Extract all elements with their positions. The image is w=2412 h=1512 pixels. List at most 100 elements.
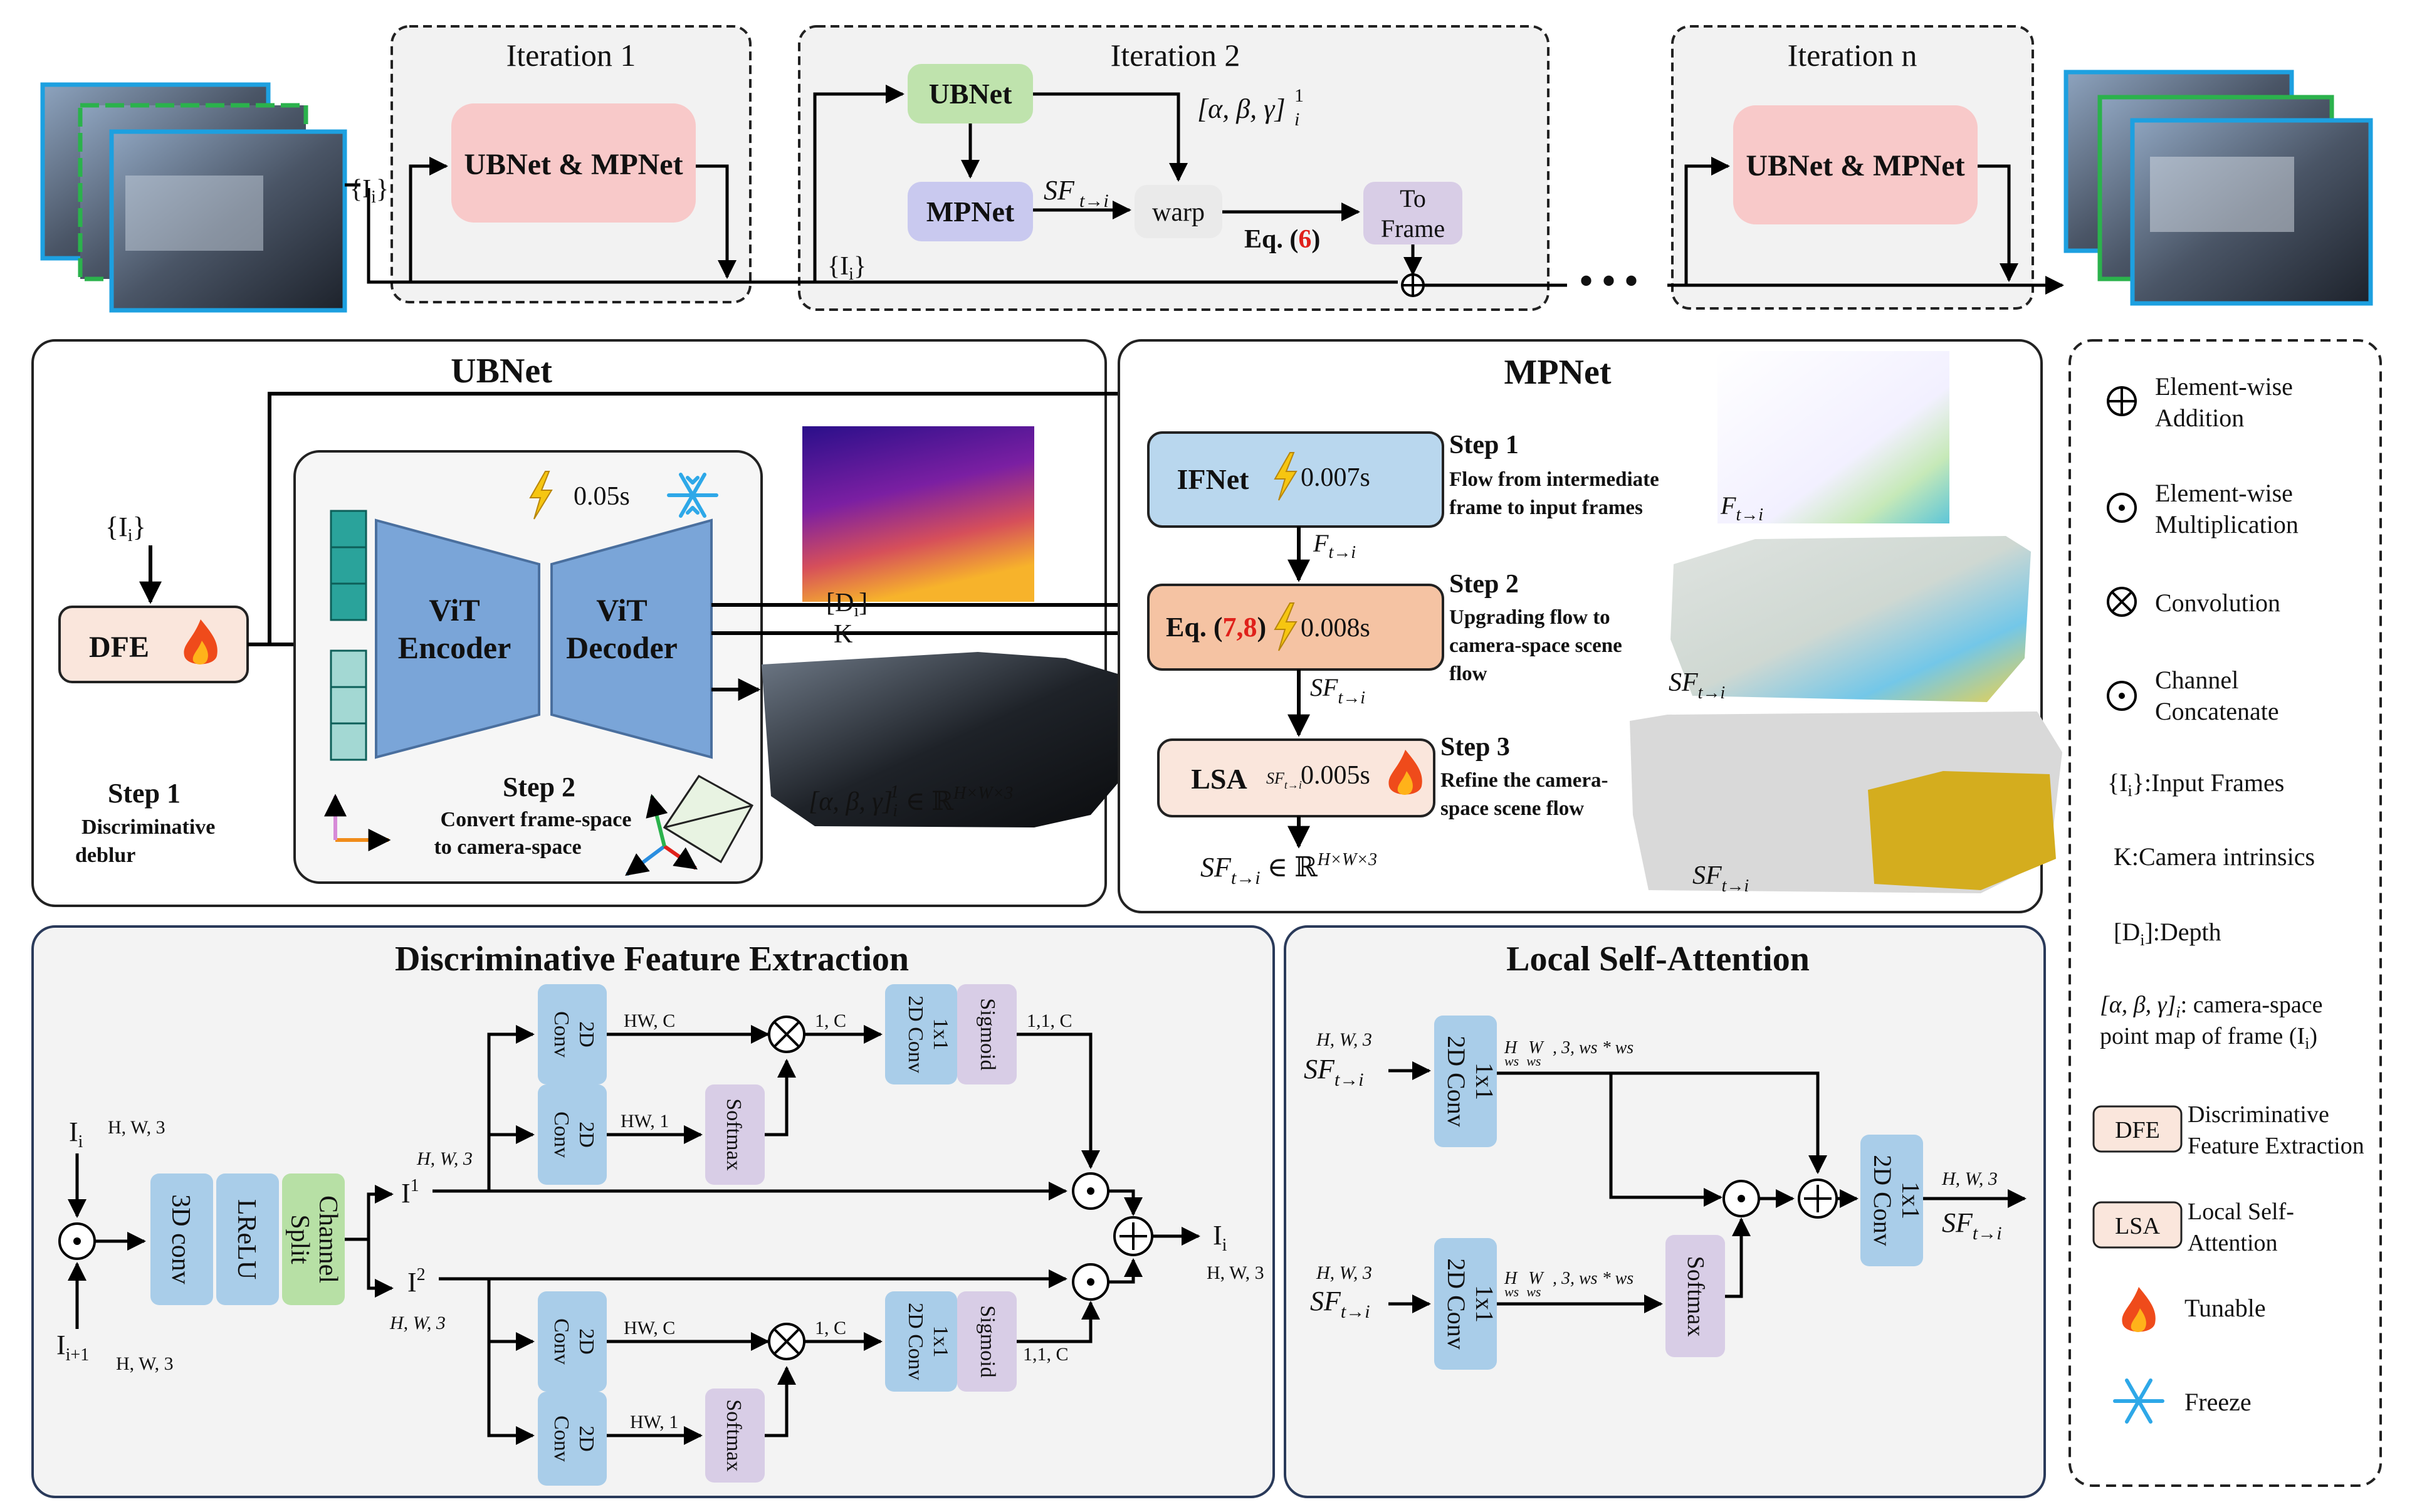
2d-axes-icon	[324, 794, 391, 851]
legend-lsa-box	[2092, 1201, 2183, 1249]
mpnet-output-label: SFt→i ∈ ℝH×W×3	[1200, 850, 1377, 888]
conv2d-lower-a	[538, 1291, 607, 1392]
svg-text:Concatenate: Concatenate	[2155, 697, 2279, 725]
add-circle-dfe	[1113, 1216, 1153, 1256]
lsa-add-circle	[1798, 1179, 1838, 1219]
lsa-title: Local Self-Attention	[1506, 940, 1810, 979]
warp-box	[1135, 185, 1222, 238]
dfe-box	[58, 606, 249, 683]
fire-icon	[2122, 1287, 2156, 1332]
vit-time: 0.05s	[574, 482, 630, 511]
svg-text:SFt→i: SFt→i	[1669, 668, 1725, 703]
svg-text:1x1: 1x1	[929, 1326, 952, 1358]
3d-frustum-icon	[625, 775, 754, 876]
ubnet-mpnet-box-n	[1733, 105, 1978, 224]
conv1x1-lower	[885, 1291, 957, 1392]
lsa-conv-upper	[1434, 1016, 1497, 1147]
svg-text:[α, β, γ]i1 ∈ ℝH×W×3: [α, β, γ]i1 ∈ ℝH×W×3	[809, 782, 1013, 821]
svg-text:1, C: 1, C	[815, 1011, 846, 1031]
softmax-lower	[705, 1389, 765, 1483]
svg-text:2D Conv: 2D Conv	[1442, 1258, 1471, 1350]
ubnet-title: UBNet	[451, 352, 552, 391]
svg-text:Softmax: Softmax	[722, 1399, 745, 1471]
alpha-label-iter2: [α, β, γ] i 1	[1197, 85, 1304, 130]
mpnet-step3: Step 3	[1440, 733, 1510, 762]
iteration-2-panel: Iteration 2 UBNet MPNet warp To Frame SF…	[798, 25, 1549, 311]
svg-text:HW, 3, ws * ws: HW, 3, ws * ws	[1504, 1038, 1633, 1058]
conv3d-box	[150, 1173, 213, 1305]
svg-text:2D: 2D	[575, 1328, 598, 1355]
svg-text:UBNet & MPNet: UBNet & MPNet	[1746, 149, 1964, 182]
svg-text:ViT: ViT	[596, 592, 648, 627]
svg-text:2D Conv: 2D Conv	[1442, 1036, 1471, 1127]
conv1x1-upper	[885, 984, 957, 1084]
vit-decoder	[550, 518, 713, 759]
svg-text:H, W, 3: H, W, 3	[1207, 1263, 1264, 1283]
svg-text:H, W, 3: H, W, 3	[1316, 1263, 1372, 1283]
optical-flow-image	[1717, 351, 1949, 523]
svg-text:2D Conv: 2D Conv	[1869, 1155, 1897, 1246]
svg-text:Feature Extraction: Feature Extraction	[2188, 1133, 2364, 1159]
pointmap-caption: [α, β, γ]i1 ∈ ℝH×W×3	[809, 782, 1013, 821]
lsa-softmax	[1665, 1235, 1725, 1357]
svg-text:Encoder: Encoder	[398, 630, 511, 665]
svg-text:point map of frame (Ii): point map of frame (Ii)	[2100, 1023, 2317, 1053]
concat-circle-input	[58, 1222, 96, 1260]
svg-text:SFt→i: SFt→i	[1266, 769, 1302, 791]
token-column-bottom	[330, 649, 367, 761]
mpnet-title: MPNet	[1504, 353, 1611, 392]
conv2d-lower-b	[538, 1392, 607, 1486]
svg-text:2D Conv: 2D Conv	[904, 1303, 927, 1380]
svg-text:H, W, 3: H, W, 3	[1941, 1168, 1998, 1189]
svg-text:Local Self-: Local Self-	[2188, 1199, 2294, 1225]
mpnet-panel: MPNet IFNet 0.007s Step 1 Flow from inte…	[1118, 339, 2062, 913]
iteration-1-panel: Iteration 1 UBNet & MPNet	[391, 25, 752, 303]
sigmoid-lower	[957, 1291, 1017, 1392]
svg-text:t→i: t→i	[1079, 191, 1109, 211]
svg-text:1x1: 1x1	[1471, 1285, 1499, 1323]
svg-text:Tunable: Tunable	[2184, 1294, 2266, 1322]
svg-text:LSA: LSA	[2115, 1213, 2160, 1239]
top-flow-arrows: • • • {Ii}	[345, 85, 2064, 302]
svg-text:0.008s: 0.008s	[1301, 614, 1370, 643]
svg-text:To: To	[1400, 184, 1426, 213]
svg-text:H, W, 3: H, W, 3	[416, 1148, 473, 1169]
svg-text:Freeze: Freeze	[2184, 1388, 2252, 1416]
conv-circle-upper	[768, 1016, 805, 1053]
svg-text:2D Conv: 2D Conv	[904, 995, 927, 1073]
legend-panel: Element-wise Addition Element-wise Multi…	[2069, 339, 2382, 1487]
svg-text:Softmax: Softmax	[722, 1098, 745, 1170]
svg-text:Conv: Conv	[550, 1415, 573, 1462]
svg-text:Upgrading flow to: Upgrading flow to	[1449, 606, 1610, 629]
input-frames-stack	[40, 82, 347, 313]
svg-text:I2: I2	[407, 1265, 426, 1298]
svg-text:2D: 2D	[575, 1425, 598, 1452]
svg-text:warp: warp	[1152, 198, 1205, 227]
svg-text:Flow from intermediate: Flow from intermediate	[1449, 468, 1659, 491]
svg-text:H, W, 3: H, W, 3	[389, 1313, 446, 1333]
add-icon	[2107, 386, 2137, 416]
legend-depth: [Di]:Depth	[2114, 918, 2221, 949]
svg-text:1, C: 1, C	[815, 1318, 846, 1338]
conv-circle-lower	[768, 1323, 805, 1360]
svg-text:Convolution: Convolution	[2155, 589, 2280, 617]
eq6-label: Eq. (6)	[1244, 225, 1320, 254]
svg-text:Sigmoid: Sigmoid	[976, 998, 999, 1070]
svg-text:flow: flow	[1449, 663, 1487, 685]
eq78-label: Eq. (7,8)	[1166, 612, 1266, 643]
svg-text:HW, C: HW, C	[624, 1318, 675, 1338]
f-label: Ft→i	[1313, 529, 1356, 562]
svg-text:Split: Split	[285, 1214, 314, 1264]
di-label: [Di]	[826, 589, 868, 621]
svg-text:LReLU: LReLU	[232, 1199, 261, 1279]
svg-text:LSA: LSA	[1191, 763, 1247, 795]
svg-text:[α, β, γ]: [α, β, γ]	[1197, 93, 1286, 124]
svg-text:Softmax: Softmax	[1682, 1256, 1709, 1337]
svg-text:Addition: Addition	[2155, 404, 2244, 432]
conv2d-upper-b	[538, 1084, 607, 1185]
svg-text:Eq. (6): Eq. (6)	[1244, 225, 1320, 254]
svg-text:to camera-space: to camera-space	[434, 836, 581, 859]
svg-text:Conv: Conv	[550, 1111, 573, 1158]
svg-text:H, W, 3: H, W, 3	[116, 1353, 174, 1374]
